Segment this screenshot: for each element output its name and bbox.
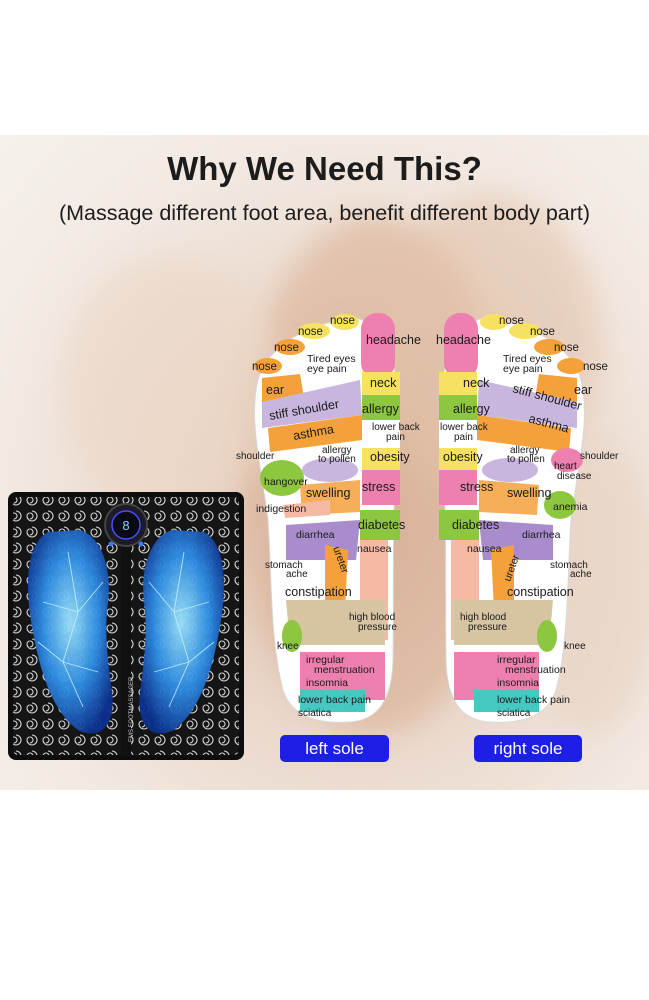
reflexology-chart: nose nose nose nose headache Tired eyes …: [236, 313, 619, 723]
page-title: Why We Need This?: [167, 150, 482, 187]
page-subtitle: (Massage different foot area, benefit di…: [58, 201, 591, 225]
left-label-nausea: nausea: [357, 543, 392, 555]
left-label-stomach-1: stomach: [265, 560, 303, 571]
controller-value: 8: [122, 518, 129, 533]
right-label-diabetes: diabetes: [452, 518, 499, 532]
left-label-shoulder: shoulder: [236, 451, 275, 462]
right-sole-map: [439, 313, 585, 723]
right-label-nose-3: nose: [554, 342, 579, 354]
left-label-diarrhea: diarrhea: [296, 529, 335, 541]
left-label-lower-back-2: pain: [386, 432, 405, 443]
right-label-nausea: nausea: [467, 543, 502, 555]
left-label-neck: neck: [370, 376, 397, 390]
right-label-nose-4: nose: [583, 361, 608, 373]
left-label-swelling: swelling: [306, 486, 351, 500]
right-label-neck: neck: [463, 376, 490, 390]
left-sole-label: left sole: [280, 735, 389, 762]
right-label-stomach-1: stomach: [550, 560, 588, 571]
right-label-heart-2: disease: [557, 471, 592, 482]
left-label-allergy: allergy: [362, 402, 400, 416]
right-label-swelling: swelling: [507, 486, 552, 500]
left-label-allergy-pollen-1: allergy: [322, 445, 351, 456]
left-label-ear: ear: [266, 383, 284, 397]
right-label-constipation: constipation: [507, 585, 574, 599]
left-sole-map: [254, 313, 400, 723]
right-label-high-blood-1: high blood: [460, 612, 506, 623]
right-label-lower-back-pain: lower back pain: [497, 694, 570, 706]
right-foot-glow: [139, 530, 224, 734]
left-label-insomnia: insomnia: [306, 677, 348, 689]
left-label-eye-pain: eye pain: [307, 363, 347, 375]
right-label-stomach-2: ache: [570, 569, 592, 580]
right-label-nose-1: nose: [499, 315, 524, 327]
right-label-eye-pain: eye pain: [503, 363, 543, 375]
left-label-nose-1: nose: [330, 315, 355, 327]
right-label-obesity: obesity: [443, 450, 483, 464]
left-label-irregular-2: menstruation: [314, 664, 375, 676]
left-label-nose-2: nose: [298, 326, 323, 338]
left-label-knee: knee: [277, 641, 299, 652]
left-label-headache: headache: [366, 333, 421, 347]
right-label-diarrhea: diarrhea: [522, 529, 561, 541]
left-label-high-blood-1: high blood: [349, 612, 395, 623]
left-label-constipation: constipation: [285, 585, 352, 599]
left-foot-glow: [28, 530, 113, 734]
left-label-nose-3: nose: [274, 342, 299, 354]
massager-mat-image: 8 EMS FOOTMASSAGER: [8, 492, 244, 760]
left-label-diabetes: diabetes: [358, 518, 405, 532]
right-label-sciatica: sciatica: [497, 708, 531, 719]
mat-brand-text: EMS FOOTMASSAGER: [129, 676, 135, 742]
right-label-insomnia: insomnia: [497, 677, 539, 689]
right-sole-label: right sole: [474, 735, 582, 762]
right-label-allergy: allergy: [453, 402, 491, 416]
right-label-irregular-2: menstruation: [505, 664, 566, 676]
left-label-sciatica: sciatica: [298, 708, 332, 719]
right-label-headache: headache: [436, 333, 491, 347]
right-label-lower-back-1: lower back: [440, 422, 489, 433]
right-label-allergy-pollen-1: allergy: [510, 445, 539, 456]
right-label-knee: knee: [564, 641, 586, 652]
right-label-lower-back-2: pain: [454, 432, 473, 443]
right-label-nose-2: nose: [530, 326, 555, 338]
right-label-allergy-pollen-2: to pollen: [507, 454, 545, 465]
right-label-anemia: anemia: [553, 501, 588, 513]
right-label-stress: stress: [460, 480, 493, 494]
left-label-nose-4: nose: [252, 361, 277, 373]
left-label-allergy-pollen-2: to pollen: [318, 454, 356, 465]
left-label-obesity: obesity: [370, 450, 410, 464]
right-label-ear: ear: [574, 383, 592, 397]
left-label-lower-back-1: lower back: [372, 422, 421, 433]
left-label-stomach-2: ache: [286, 569, 308, 580]
right-label-heart-1: heart: [554, 461, 577, 472]
right-label-shoulder: shoulder: [580, 451, 619, 462]
right-label-irregular-1: irregular: [497, 654, 536, 666]
left-label-tired-eyes: Tired eyes: [307, 353, 356, 365]
left-label-lower-back-pain: lower back pain: [298, 694, 371, 706]
left-label-irregular-1: irregular: [306, 654, 345, 666]
left-label-hangover: hangover: [264, 476, 308, 488]
right-label-high-blood-2: pressure: [468, 622, 507, 633]
left-label-indigestion: indigestion: [256, 503, 306, 515]
right-label-tired-eyes: Tired eyes: [503, 353, 552, 365]
left-label-stress: stress: [362, 480, 395, 494]
left-label-high-blood-2: pressure: [358, 622, 397, 633]
